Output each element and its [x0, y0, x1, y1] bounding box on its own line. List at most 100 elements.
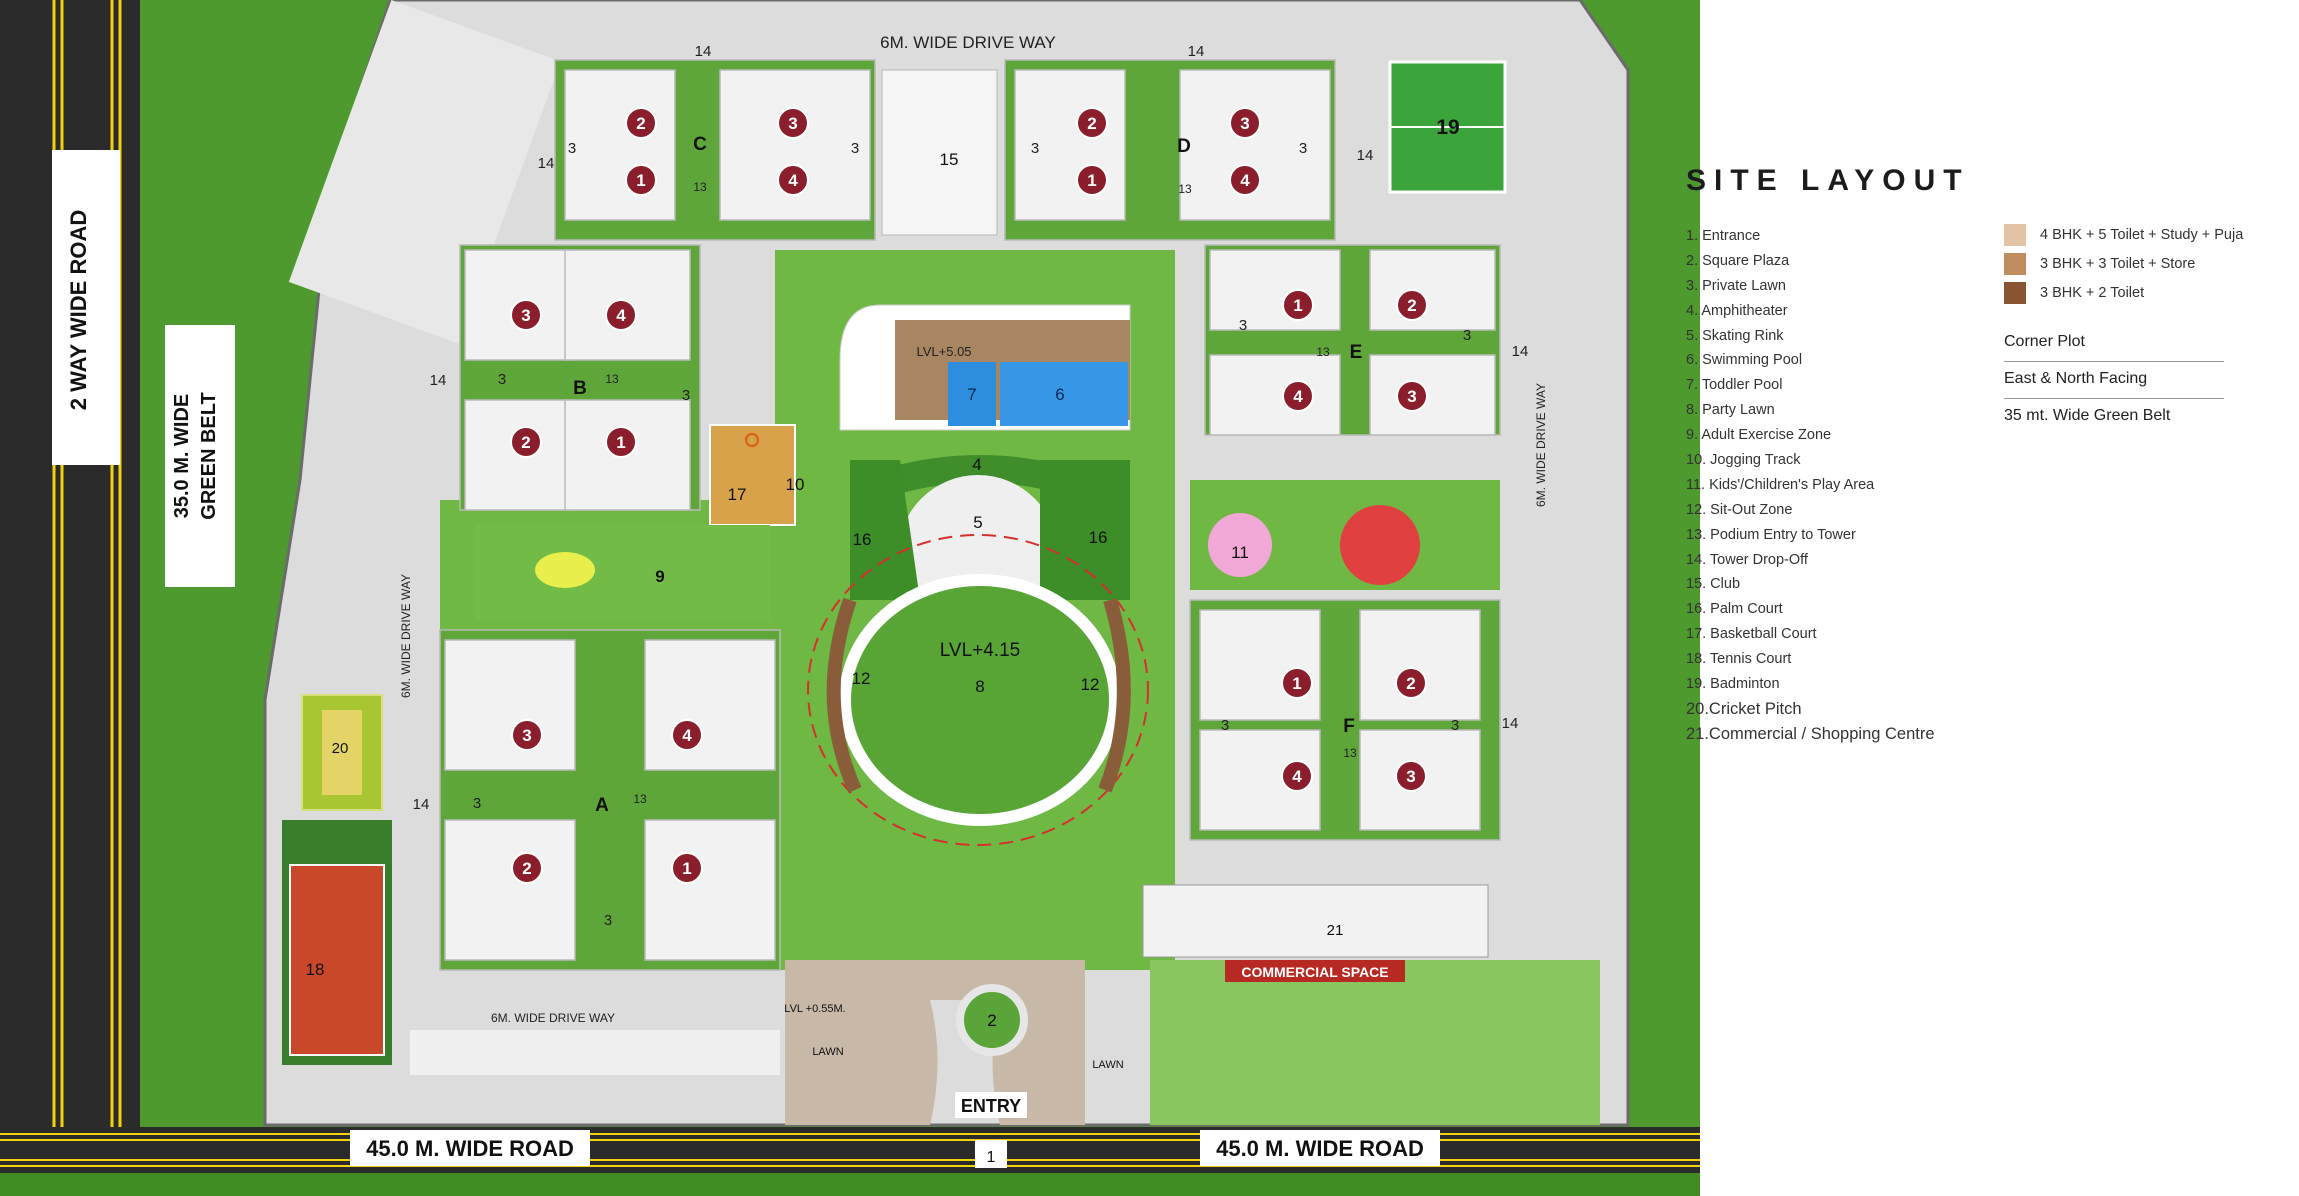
unit-a-2: 2 — [522, 859, 531, 878]
unit-a-3: 3 — [522, 726, 531, 745]
legend-item: 21.Commercial / Shopping Centre — [1686, 724, 1935, 743]
unit-f-4: 4 — [1292, 767, 1302, 786]
toddler-pool — [948, 362, 996, 426]
cricket-number: 20 — [332, 740, 349, 757]
exercise-number: 9 — [655, 567, 664, 586]
unit-d-1: 1 — [1087, 171, 1096, 190]
club-building — [881, 69, 998, 236]
unit-c-2: 2 — [636, 114, 645, 133]
skating-number: 5 — [973, 513, 982, 532]
unit-type-row: 3 BHK + 2 Toilet — [2004, 282, 2284, 311]
drop-off-b: 14 — [430, 372, 447, 389]
podium-a: 13 — [633, 792, 647, 806]
commercial-building — [1142, 884, 1489, 958]
unit-b-4: 4 — [616, 306, 626, 325]
legend-item: 12. Sit-Out Zone — [1686, 501, 1793, 518]
lawn-d-right: 3 — [1299, 140, 1307, 157]
adult-exercise-zone — [475, 525, 770, 620]
legend-item: 14. Tower Drop-Off — [1686, 551, 1808, 568]
legend-item: 1. Entrance — [1686, 228, 1761, 244]
commercial-number: 21 — [1327, 922, 1344, 939]
drive-way-left: 6M. WIDE DRIVE WAY — [399, 574, 413, 698]
palm-court-right-number: 16 — [1089, 528, 1108, 547]
level-lawn: LVL+4.15 — [940, 640, 1020, 661]
site-plan-map: 2 WAY WIDE ROAD 35.0 M. WIDE GREEN BELT … — [0, 0, 1700, 1196]
unit-e-1: 1 — [1293, 296, 1302, 315]
podium-f: 13 — [1343, 746, 1357, 760]
drive-way-right: 6M. WIDE DRIVE WAY — [1534, 383, 1548, 507]
unit-c-4: 4 — [788, 171, 798, 190]
jogging-number: 10 — [786, 475, 805, 494]
badminton-number: 19 — [1436, 116, 1459, 139]
green-belt-label-box — [165, 325, 235, 587]
unit-e-3: 3 — [1407, 387, 1416, 406]
legend-item: 13. Podium Entry to Tower — [1686, 526, 1856, 543]
sit-out-right — [1098, 597, 1131, 793]
drop-off-a: 14 — [413, 796, 430, 813]
play-area-pad — [1208, 513, 1272, 577]
palm-court-right — [1040, 460, 1130, 600]
legend-item: 7. Toddler Pool — [1686, 377, 1783, 394]
legend-item: 5. Skating Rink — [1686, 327, 1784, 344]
legend-item: 15. Club — [1686, 576, 1741, 593]
drop-off-c: 14 — [538, 155, 555, 172]
main-road-label-right: 45.0 M. WIDE ROAD — [1216, 1136, 1424, 1161]
level-entry: LVL +0.55M. — [784, 1003, 845, 1015]
entry-gate-box — [975, 1140, 1007, 1168]
basketball-hoop — [745, 433, 759, 447]
main-road-label-left: 45.0 M. WIDE ROAD — [366, 1136, 574, 1161]
podium-e: 13 — [1316, 345, 1330, 359]
lawn-e-right: 3 — [1463, 327, 1471, 344]
legend-item: 4. Amphitheater — [1686, 302, 1788, 319]
parking-top-left — [288, 0, 561, 344]
legend-item: 11. Kids'/Children's Play Area — [1686, 476, 1875, 493]
unit-type-swatch — [2004, 253, 2026, 275]
legend-item: 3. Private Lawn — [1686, 277, 1786, 294]
plot-note: Corner Plot — [2004, 325, 2224, 362]
legend-item: 9. Adult Exercise Zone — [1686, 427, 1832, 444]
unit-f-1: 1 — [1292, 674, 1301, 693]
legend-item: 6. Swimming Pool — [1686, 352, 1803, 369]
party-lawn-number: 8 — [975, 677, 984, 696]
legend-item: 8. Party Lawn — [1686, 402, 1775, 419]
tower-c-label: C — [693, 134, 707, 155]
green-belt-label-1: 35.0 M. WIDE — [171, 394, 193, 518]
unit-d-3: 3 — [1240, 114, 1249, 133]
lawn-right: LAWN — [1092, 1059, 1123, 1071]
basketball-number: 17 — [728, 485, 747, 504]
level-pool: LVL+5.05 — [916, 344, 971, 359]
lawn-f-right: 3 — [1451, 717, 1459, 734]
plot-notes: Corner Plot East & North Facing 35 mt. W… — [2004, 325, 2224, 435]
unit-type-key: 4 BHK + 5 Toilet + Study + Puja 3 BHK + … — [2004, 224, 2284, 311]
entry-label-box — [955, 1092, 1027, 1118]
entry-label: ENTRY — [961, 1096, 1021, 1116]
drop-off-top-left: 14 — [695, 43, 712, 60]
main-road-label-box-left — [350, 1130, 590, 1166]
legend-item: 10. Jogging Track — [1686, 452, 1801, 469]
unit-b-1: 1 — [616, 433, 625, 452]
legend-item: 16. Palm Court — [1686, 601, 1783, 618]
club-number: 15 — [940, 150, 959, 169]
unit-c-1: 1 — [636, 171, 645, 190]
bottom-green-strip — [0, 1170, 1700, 1196]
palm-court-left-number: 16 — [853, 530, 872, 549]
unit-type-label: 3 BHK + 2 Toilet — [2040, 285, 2145, 301]
lawn-b-right: 3 — [682, 387, 690, 404]
amphitheater-number: 4 — [972, 455, 981, 474]
lawn-c-right: 3 — [851, 140, 859, 157]
swimming-pool — [1000, 362, 1128, 426]
unit-f-2: 2 — [1406, 674, 1415, 693]
legend-item: 17. Basketball Court — [1686, 626, 1817, 643]
drop-off-top-right: 14 — [1188, 43, 1205, 60]
plot-note: East & North Facing — [2004, 362, 2224, 399]
podium-b: 13 — [605, 372, 619, 386]
sit-out-left — [826, 597, 862, 793]
legend-item: 20.Cricket Pitch — [1686, 699, 1802, 718]
unit-type-label: 3 BHK + 3 Toilet + Store — [2040, 256, 2196, 272]
plot-note: 35 mt. Wide Green Belt — [2004, 407, 2171, 424]
lawn-c-left: 3 — [568, 140, 576, 157]
unit-type-swatch — [2004, 282, 2026, 304]
legend-item: 18. Tennis Court — [1686, 651, 1792, 668]
tower-e-label: E — [1350, 342, 1363, 363]
lawn-a-center: 3 — [604, 912, 612, 929]
